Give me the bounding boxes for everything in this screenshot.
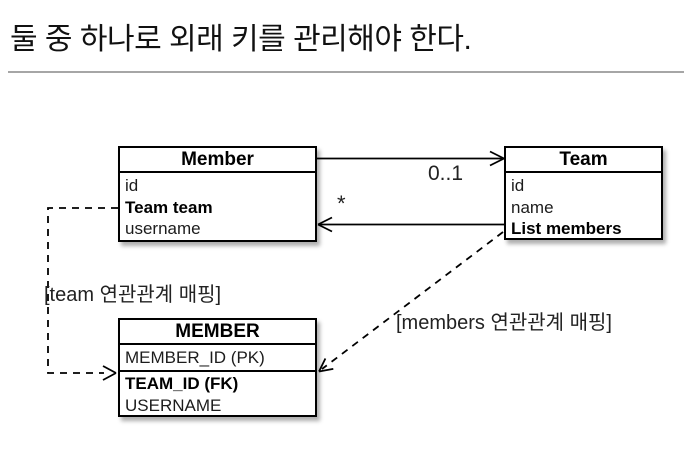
association-arrow-team-to-member	[317, 216, 504, 233]
slide-title: 둘 중 하나로 외래 키를 관리해야 한다.	[10, 23, 472, 56]
member-entity-fields: id Team team username	[120, 173, 315, 240]
column-team-id-fk: TEAM_ID (FK)	[125, 374, 239, 393]
field-name: name	[511, 197, 554, 217]
field-id: id	[125, 176, 139, 195]
member-entity-box: Member id Team team username	[118, 146, 317, 242]
association-arrow-member-to-team	[317, 150, 505, 167]
members-mapping-dashed-arrow	[318, 231, 504, 373]
field-list-members: List members	[511, 219, 622, 238]
field-username: username	[125, 219, 201, 238]
column-member-id-pk: MEMBER_ID (PK)	[120, 345, 315, 372]
team-entity-title: Team	[506, 148, 661, 173]
team-entity-box: Team id name List members	[504, 146, 663, 240]
multiplicity-label-0-1: 0..1	[428, 162, 464, 185]
multiplicity-label-star: *	[337, 191, 346, 216]
member-table-box: MEMBER MEMBER_ID (PK) TEAM_ID (FK) USERN…	[118, 318, 317, 417]
members-mapping-label: [members 연관관계 매핑]	[396, 312, 612, 334]
member-table-title: MEMBER	[120, 320, 315, 345]
column-username: USERNAME	[125, 395, 222, 415]
team-entity-fields: id name List members	[506, 173, 661, 240]
team-mapping-dashed-arrow	[47, 207, 118, 381]
field-id: id	[511, 176, 525, 195]
member-entity-title: Member	[120, 148, 315, 173]
team-mapping-label: [team 연관관계 매핑]	[44, 284, 222, 306]
member-table-columns: TEAM_ID (FK) USERNAME	[120, 372, 315, 416]
title-divider	[8, 71, 684, 73]
field-team-team: Team team	[125, 197, 213, 217]
